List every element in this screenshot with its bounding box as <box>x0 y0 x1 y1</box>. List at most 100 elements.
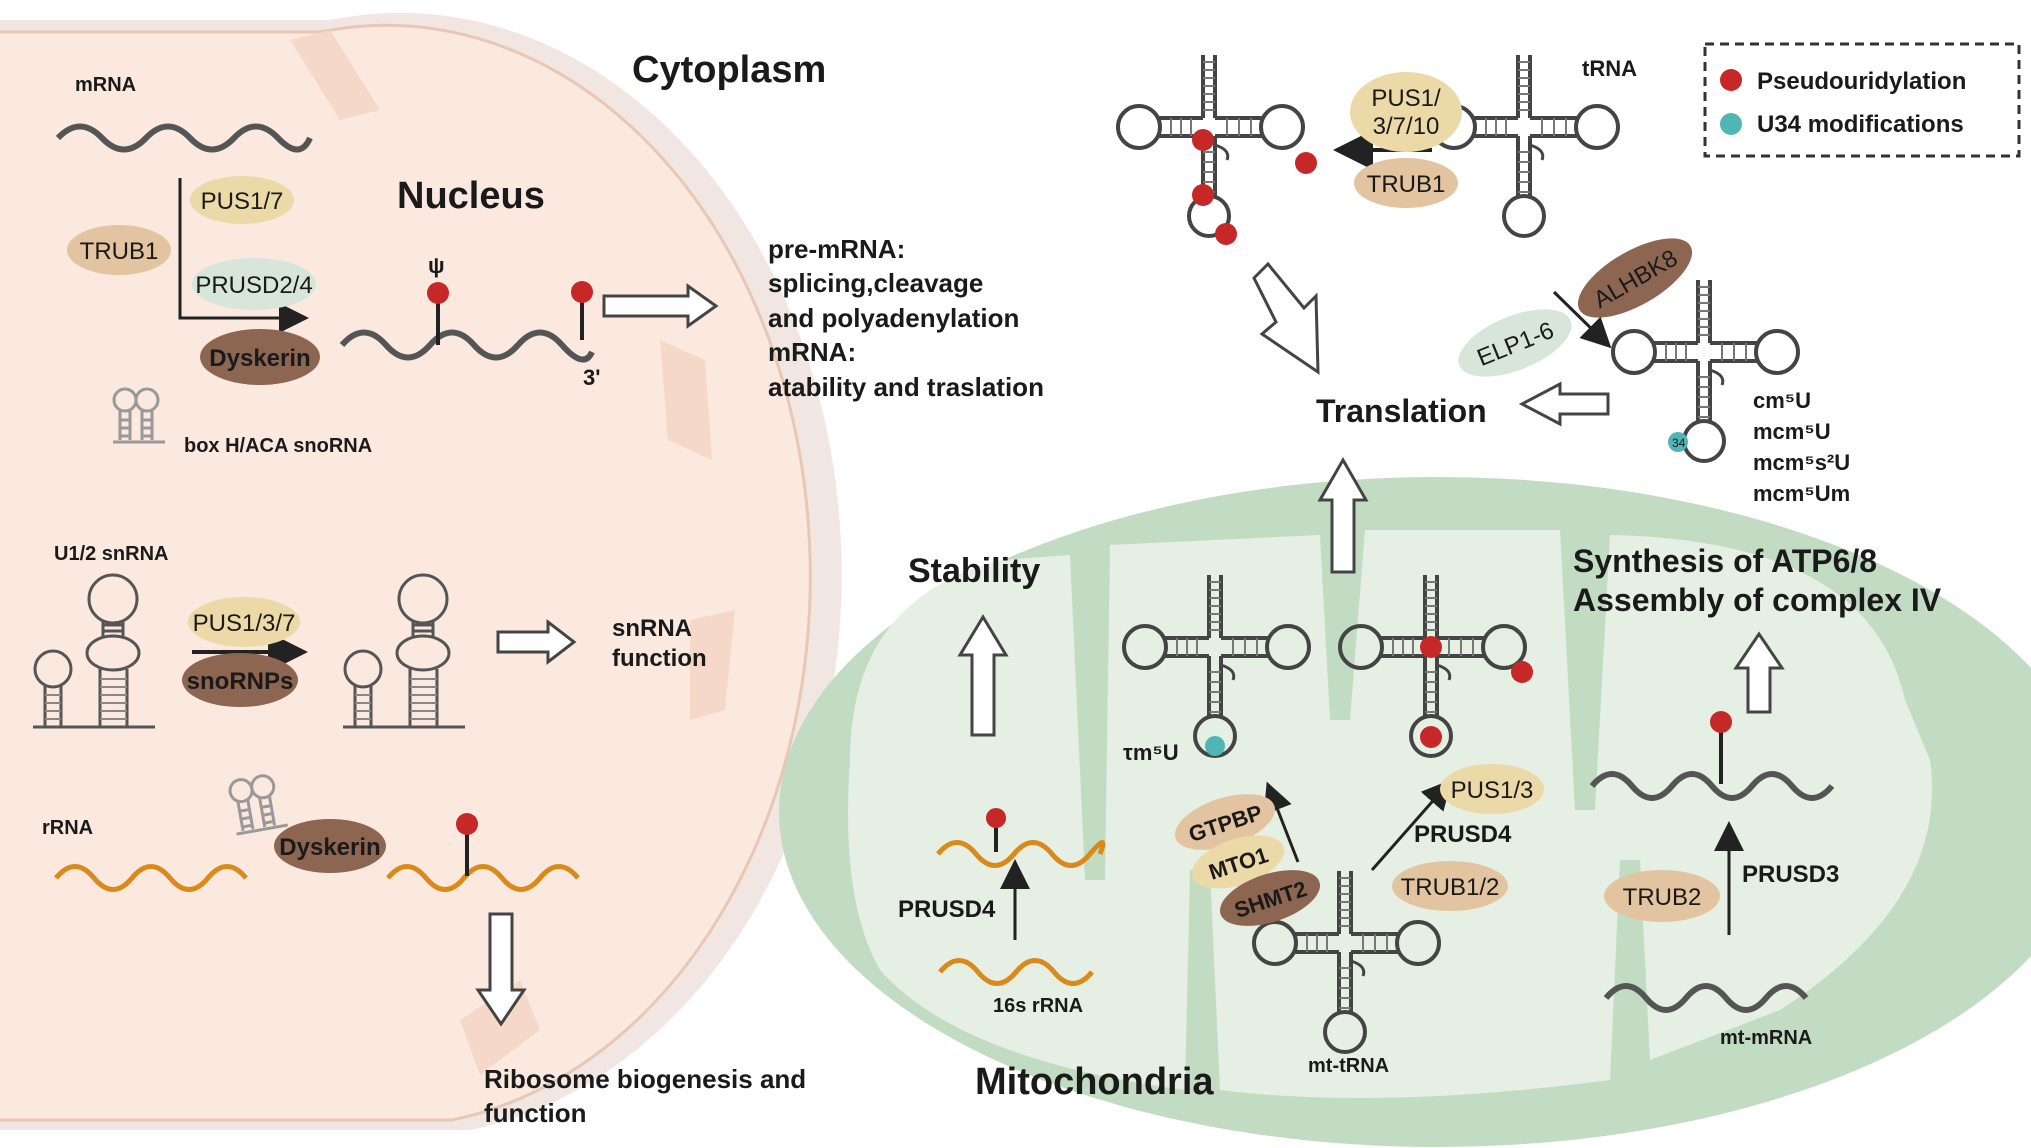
taum5u-label: τm⁵U <box>1123 740 1179 765</box>
enzyme-pus137: PUS1/3/7 <box>188 597 300 647</box>
to-stability-arrow <box>957 614 1009 737</box>
svg-text:TRUB1: TRUB1 <box>80 238 159 265</box>
alhbk8-arrow <box>1552 290 1612 349</box>
snrna-function-line1: snRNA <box>612 615 692 642</box>
to-translation-arrow-2 <box>1518 381 1610 427</box>
to-synthesis-arrow <box>1733 631 1785 714</box>
mito-to-translation-arrow <box>1317 456 1369 574</box>
pseudouridylation-mt-arrow <box>1370 779 1452 871</box>
svg-text:TRUB2: TRUB2 <box>1623 884 1702 911</box>
rrna-label: rRNA <box>42 817 93 839</box>
pseudouridine-marker <box>456 813 478 835</box>
cytoplasmic-trna <box>1431 53 1620 238</box>
svg-text:snoRNPs: snoRNPs <box>187 668 294 695</box>
mrna-label: mRNA <box>75 74 136 96</box>
modified-mrna-strand <box>339 329 595 363</box>
pseudouridine-marker <box>1295 152 1317 174</box>
enzyme-dyskerin-2: Dyskerin <box>274 819 386 873</box>
svg-text:PUS1/3: PUS1/3 <box>1451 777 1534 804</box>
u12-snrna-label: U1/2 snRNA <box>54 543 168 565</box>
to-snrna-function-arrow <box>496 618 577 666</box>
synthesis-title-line2: Assembly of complex IV <box>1573 582 1942 618</box>
pseudouridine-marker <box>571 281 593 303</box>
premrna-outcome-line1: pre-mRNA: <box>768 234 905 264</box>
svg-text:3/7/10: 3/7/10 <box>1373 113 1440 140</box>
premrna-outcome-line3: and polyadenylation <box>768 303 1019 333</box>
mcm5s2u-label: mcm⁵s²U <box>1753 450 1850 475</box>
mt-mrna-strand <box>1603 983 1809 1013</box>
taum5u-arrow <box>1263 781 1300 863</box>
svg-text:TRUB1/2: TRUB1/2 <box>1401 874 1500 901</box>
synthesis-title-line1: Synthesis of ATP6/8 <box>1573 543 1877 579</box>
premrna-outcome-line2: splicing,cleavage <box>768 268 983 298</box>
enzyme-elp16: ELP1-6 <box>1458 309 1572 377</box>
mt-trna-label: mt-tRNA <box>1308 1055 1389 1077</box>
svg-text:PUS1/: PUS1/ <box>1371 85 1441 112</box>
snrna-function-line2: function <box>612 645 707 672</box>
svg-text:TRUB1: TRUB1 <box>1367 171 1446 198</box>
trna-label: tRNA <box>1582 56 1637 81</box>
enzyme-pus17: PUS1/7 <box>190 176 294 224</box>
legend-pseudouridylation-marker <box>1720 69 1742 91</box>
pseudouridine-marker <box>1420 726 1442 748</box>
svg-text:PUS1/7: PUS1/7 <box>201 188 284 215</box>
u34-marker <box>1668 432 1688 452</box>
mrna-strand <box>55 123 313 153</box>
stability-title: Stability <box>908 552 1040 590</box>
svg-text:Dyskerin: Dyskerin <box>209 345 310 372</box>
mitochondria-title: Mitochondria <box>975 1061 1214 1103</box>
u34-position-label: 34 <box>1672 436 1686 450</box>
three-prime-label: 3' <box>583 365 600 390</box>
legend-u34-label: U34 modifications <box>1757 111 1964 138</box>
to-premrna-arrow <box>602 283 719 329</box>
svg-text:Dyskerin: Dyskerin <box>279 834 380 861</box>
mcm5um-label: mcm⁵Um <box>1753 481 1850 506</box>
enzyme-dyskerin-1: Dyskerin <box>200 329 320 385</box>
pseudouridine-marker <box>1192 129 1214 151</box>
svg-text:PUS1/3/7: PUS1/3/7 <box>193 610 296 637</box>
mrna-to-modified-arrow <box>178 178 309 333</box>
16s-rrna-label: 16s rRNA <box>993 995 1083 1017</box>
legend-u34-marker <box>1720 113 1742 135</box>
pseudouridine-marker <box>1710 711 1732 733</box>
enzyme-snornps: snoRNPs <box>182 653 298 707</box>
ribosome-outcome-line1: Ribosome biogenesis and <box>484 1064 806 1094</box>
enzyme-trub12: TRUB1/2 <box>1392 861 1508 911</box>
premrna-outcome-line5: atability and traslation <box>768 372 1044 402</box>
mitochondria-compartment <box>779 477 2031 1147</box>
legend-pseudouridylation-label: Pseudouridylation <box>1757 68 1966 95</box>
enzyme-pus1-3-7-10: PUS1/ 3/7/10 <box>1350 72 1462 152</box>
enzyme-prusd4-rrna: PRUSD4 <box>898 896 996 923</box>
enzyme-alhbk8: ALHBK8 <box>1577 238 1693 318</box>
u34-marker <box>1205 736 1225 756</box>
mt-mrna-label: mt-mRNA <box>1720 1027 1812 1049</box>
pseudouridine-marker <box>986 808 1006 828</box>
modified-rrna-strand <box>386 864 580 892</box>
pseudouridine-marker <box>1215 223 1237 245</box>
ribosome-outcome-line2: function <box>484 1098 587 1128</box>
psi-label: ψ <box>428 253 445 278</box>
svg-text:PRUSD2/4: PRUSD2/4 <box>195 272 312 299</box>
to-translation-arrow-1 <box>1252 261 1320 375</box>
enzyme-prusd24: PRUSD2/4 <box>192 258 316 310</box>
enzyme-trub1-nucleus: TRUB1 <box>67 225 171 275</box>
cytoplasm-title: Cytoplasm <box>632 49 826 91</box>
legend-box: Pseudouridylation U34 modifications <box>1703 42 2021 158</box>
enzyme-mto1: MTO1 <box>1191 835 1285 889</box>
pseudouridine-marker <box>1511 661 1533 683</box>
enzyme-prusd4-trna: PRUSD4 <box>1414 821 1512 848</box>
cm5u-label: cm⁵U <box>1753 388 1811 413</box>
premrna-outcome-line4: mRNA: <box>768 337 856 367</box>
16s-rrna-strand <box>938 958 1094 986</box>
to-ribosome-arrow <box>475 912 527 1027</box>
mcm5u-label: mcm⁵U <box>1753 419 1831 444</box>
rrna-strand <box>54 864 248 892</box>
pseudouridine-marker <box>1420 636 1442 658</box>
translation-title: Translation <box>1316 393 1487 429</box>
pseudouridine-marker <box>427 282 449 304</box>
enzyme-trub1-cytoplasm: TRUB1 <box>1354 158 1458 208</box>
modified-mt-mrna-strand <box>1589 771 1835 801</box>
nucleus-title: Nucleus <box>397 175 545 217</box>
enzyme-prusd3: PRUSD3 <box>1742 861 1839 888</box>
